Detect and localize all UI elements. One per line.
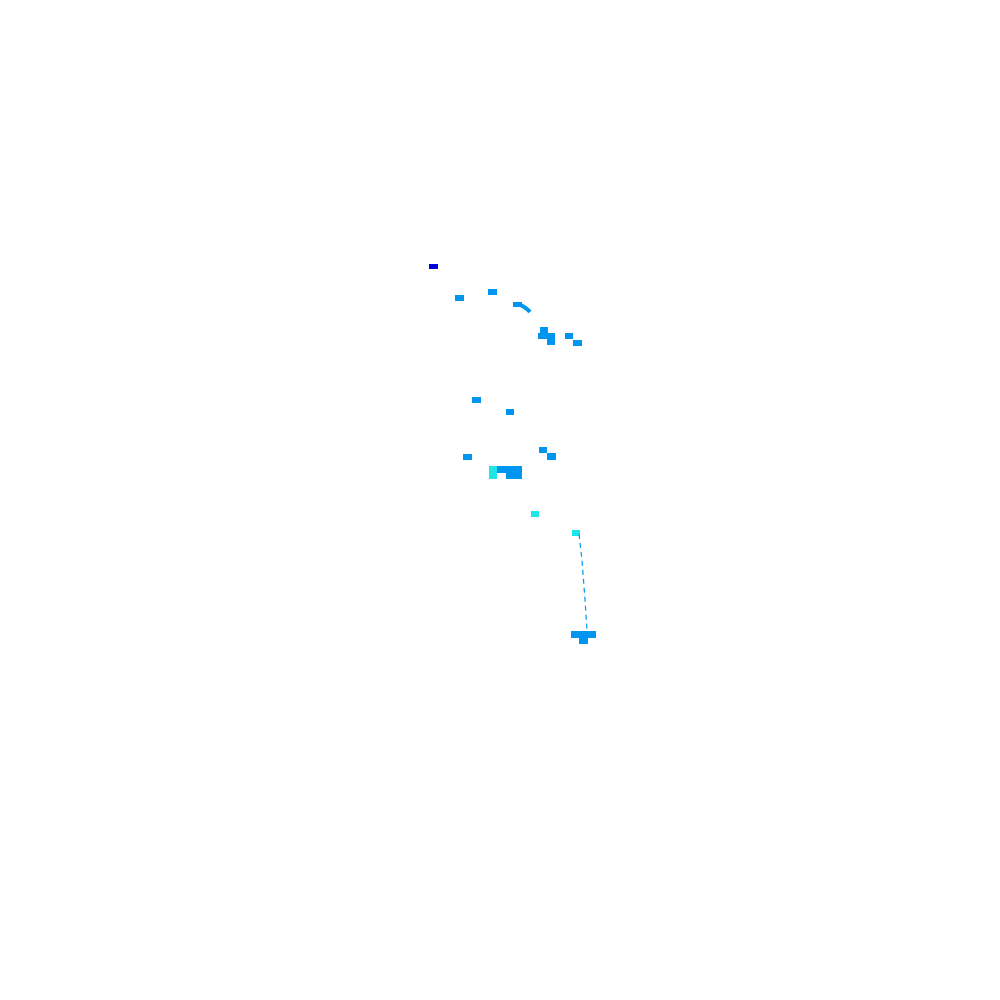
map-cell-dark-blue <box>429 264 438 269</box>
map-cell <box>513 302 522 307</box>
map-cell <box>540 327 548 333</box>
map-cell <box>579 638 588 644</box>
map-cell <box>547 453 556 460</box>
map-cell <box>539 447 547 453</box>
map-cell <box>506 473 522 479</box>
map-cell-cyan <box>572 530 580 536</box>
map-cell <box>565 333 573 339</box>
map-cell <box>538 333 555 339</box>
map-track-segment <box>517 302 532 314</box>
map-cell <box>571 631 596 638</box>
map-cell-cyan <box>531 511 539 517</box>
map-cell-cyan <box>489 466 497 479</box>
map-cell <box>547 339 555 345</box>
map-dashed-track <box>578 533 588 631</box>
map-cell <box>463 454 472 460</box>
map-cell <box>497 466 522 473</box>
map-cell <box>506 409 514 415</box>
map-cell <box>455 295 464 301</box>
map-cell <box>472 397 481 403</box>
map-cell <box>573 340 582 346</box>
map-cell <box>488 289 497 295</box>
